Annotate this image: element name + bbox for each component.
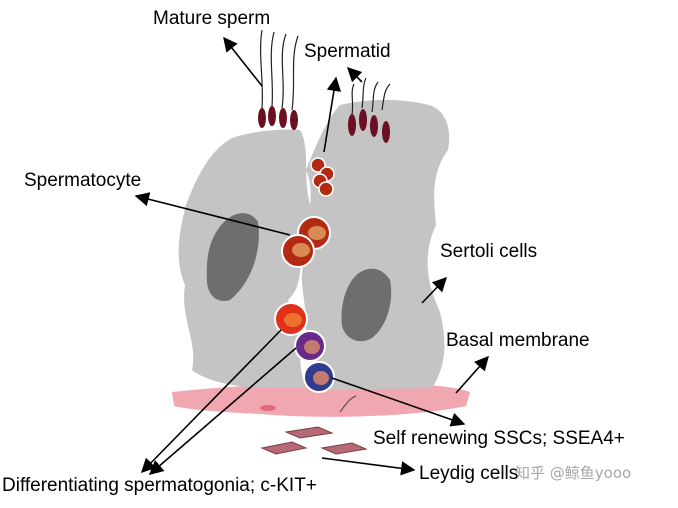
mature-sperm-group [260,29,299,111]
ssc-squiggle [339,395,357,413]
round-spermatids [310,157,335,197]
arrow-basal-membrane [455,355,489,394]
spermatid-tail [351,83,355,116]
label-leydig-cells: Leydig cells [419,463,519,484]
spermatocyte-nucleus [292,243,310,257]
sertoli-cell-right [301,99,450,390]
round-spermatid [310,157,326,173]
sperm-tail [270,31,275,107]
sertoli-nucleus-left [206,213,259,302]
round-spermatid [318,181,334,197]
watermark: 知乎 @鲸鱼yooo [515,464,632,482]
arrow-ssc [331,377,466,427]
arrow-leydig [321,457,416,476]
label-spermatocyte: Spermatocyte [24,170,142,191]
mature-sperm-heads [258,106,298,130]
sperm-tail [291,35,299,111]
arrow-spermatogonia-1 [140,329,282,474]
sperm-head [268,106,276,126]
leydig-cells [260,426,368,455]
sperm-tail [260,29,263,109]
label-mature-sperm: Mature sperm [153,8,271,29]
sertoli-nucleus-right [341,268,392,342]
spermatocyte-nucleus [308,226,326,240]
self-renewing-ssc [303,361,335,393]
spermatid-head [348,114,356,136]
purple-spermatogonium [294,330,326,362]
spermatid-group [348,77,391,143]
arrow-mature-sperm [223,36,263,87]
arrow-sertoli [421,276,447,304]
sperm-tail [281,33,287,109]
arrows [134,36,489,476]
spermatid-head [370,115,378,137]
arrow-spermatocyte [134,192,291,236]
label-differentiating-spermatogonia: Differentiating spermatogonia; c-KIT+ [2,475,317,496]
spermatid-tail [371,81,379,113]
differentiating-spermatogonium [274,302,308,336]
arrow-spermatogonia-2 [148,347,297,475]
arrow-spermatid [323,76,342,153]
spermatid-head [359,109,367,131]
sperm-head [290,110,298,130]
leydig-cell [260,441,308,455]
leydig-cell [320,442,368,455]
label-sertoli-cells: Sertoli cells [440,241,538,262]
sperm-head [258,108,266,128]
spermatid-head [382,121,390,143]
label-basal-membrane: Basal membrane [446,330,590,351]
basal-membrane-band [172,383,470,417]
leydig-cell [284,426,334,439]
arrow-spermatid-tails [346,66,363,83]
sperm-head [279,108,287,128]
basal-membrane-speck [260,405,276,411]
label-self-renewing-sscs: Self renewing SSCs; SSEA4+ [373,428,625,449]
spermatid-tail [381,83,391,111]
spermatocytes [281,216,331,268]
label-spermatid: Spermatid [304,41,391,62]
spermatid-tail [361,77,367,109]
